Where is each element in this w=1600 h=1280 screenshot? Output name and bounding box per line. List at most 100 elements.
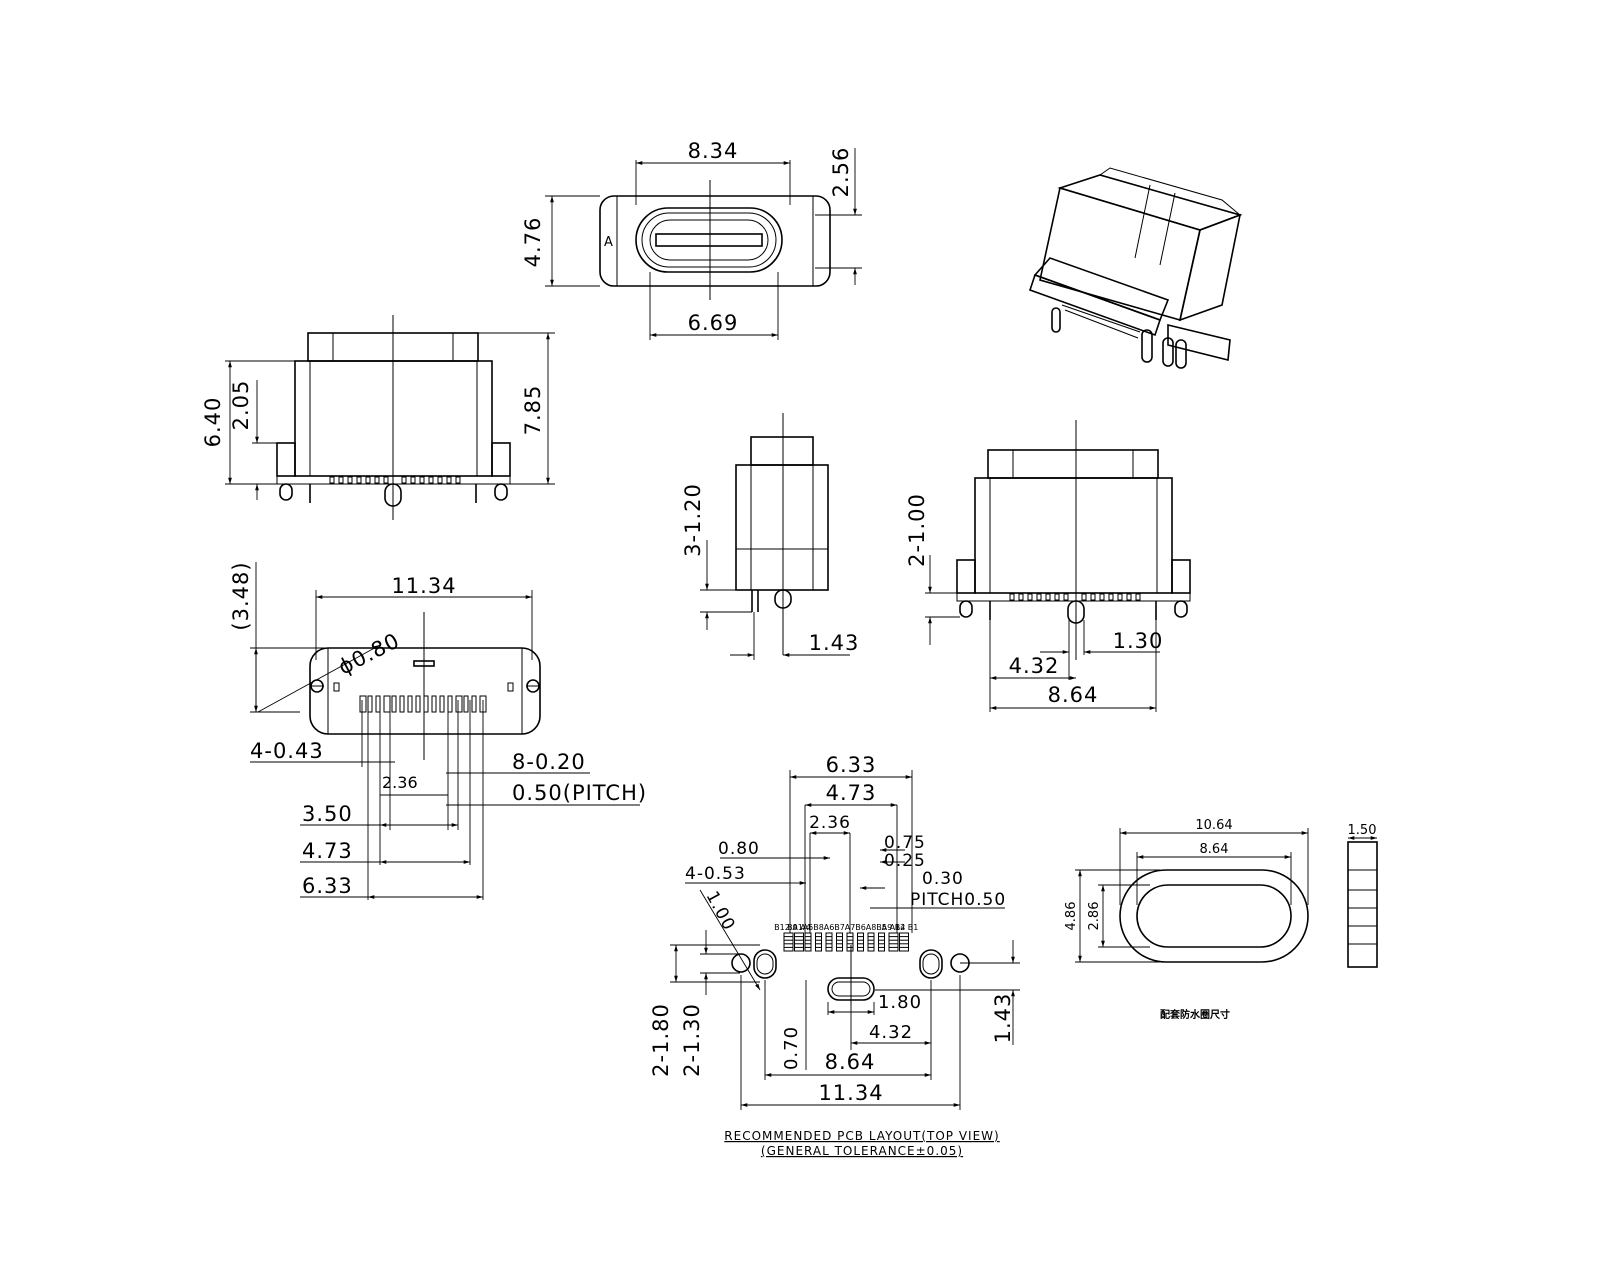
pcb-pin-label: B6 <box>855 923 866 932</box>
pcb-pin-label: A9 B4 <box>882 923 906 932</box>
gasket-caption: 配套防水圈尺寸 <box>1160 1008 1230 1021</box>
pcb-dim-180b: 1.80 <box>878 992 922 1013</box>
dim-ref-height: (3.48) <box>229 561 253 630</box>
bottom-pad <box>423 695 429 713</box>
pin-stub <box>1081 593 1087 601</box>
pcb-pad <box>888 932 899 952</box>
pcb-dim-143: 1.43 <box>991 993 1015 1044</box>
bottom-pad <box>471 695 477 713</box>
dim-body-height: 6.40 <box>201 397 225 448</box>
dim-front-depth: 2.56 <box>829 147 853 198</box>
pcb-pad <box>783 932 794 952</box>
front-view <box>545 148 862 340</box>
dim-span-473: 4.73 <box>302 839 353 863</box>
bottom-pad <box>463 695 469 713</box>
dim-narrow-offset: 1.43 <box>809 631 860 655</box>
pin-stub <box>374 476 380 484</box>
pin-stub <box>1027 593 1033 601</box>
pin-stub <box>437 476 443 484</box>
pin-stub <box>410 476 416 484</box>
gasket-width-inner: 8.64 <box>1200 842 1229 857</box>
pin-stub <box>329 476 335 484</box>
isometric-view <box>1028 167 1243 369</box>
dim-pad-width-b: 8-0.20 <box>512 750 586 774</box>
pcb-dim-633: 6.33 <box>826 753 877 777</box>
pcb-dim-236: 2.36 <box>809 813 851 833</box>
pin-stub <box>1090 593 1096 601</box>
pcb-pad <box>899 932 909 952</box>
pin-stub <box>1009 593 1015 601</box>
pin-stub <box>338 476 344 484</box>
pcb-dim-432: 4.32 <box>869 1022 913 1043</box>
pcb-dim-130: 2-1.30 <box>680 1003 704 1077</box>
bottom-pad <box>415 695 421 713</box>
pcb-pin-label: B7 <box>834 923 845 932</box>
pin-stub <box>1054 593 1060 601</box>
pcb-pad <box>857 932 864 952</box>
pcb-pin-label: B5 <box>876 923 887 932</box>
side-view-right <box>925 420 1191 712</box>
dim-span-633: 6.33 <box>302 874 353 898</box>
pcb-dim-053: 4-0.53 <box>685 864 746 884</box>
bottom-pad <box>455 695 463 713</box>
pcb-dim-025: 0.25 <box>884 851 926 871</box>
pcb-pad <box>846 932 854 952</box>
gasket-height-outer: 4.86 <box>1064 902 1079 931</box>
pcb-pad <box>836 932 843 952</box>
bottom-pad <box>407 695 413 713</box>
pcb-pin-label: A8 <box>866 923 877 932</box>
dim-hole-diameter: ϕ0.80 <box>334 628 403 679</box>
dim-bottom-width: 11.34 <box>391 574 456 598</box>
dim-pitch: 0.50(PITCH) <box>512 781 647 805</box>
dim-span-236: 2.36 <box>382 773 418 792</box>
pin-stub <box>401 476 407 484</box>
bottom-pad <box>439 695 445 713</box>
pcb-pad <box>815 932 822 952</box>
dim-pad-width-a: 4-0.43 <box>250 739 324 763</box>
dim-pin-length: 2.05 <box>229 380 253 431</box>
bottom-pad <box>359 695 367 713</box>
pin-stub <box>1135 593 1141 601</box>
pin-stub <box>365 476 371 484</box>
bottom-pad <box>383 695 391 713</box>
gasket-height-inner: 2.86 <box>1087 902 1102 931</box>
pcb-dim-180a: 2-1.80 <box>649 1003 673 1077</box>
bottom-pad <box>375 695 381 713</box>
dim-right-432: 4.32 <box>1009 654 1060 678</box>
gasket-view <box>1075 828 1378 968</box>
pcb-dim-473: 4.73 <box>826 781 877 805</box>
gasket-width-outer: 10.64 <box>1195 818 1232 833</box>
bottom-pad <box>431 695 437 713</box>
side-view-left <box>225 315 555 520</box>
dim-front-inner-width: 6.69 <box>688 311 739 335</box>
pcb-pin-label: A5 <box>803 923 814 932</box>
pin-stub <box>1117 593 1123 601</box>
pcb-dim-075: 0.75 <box>884 833 926 853</box>
pin-stub <box>446 476 452 484</box>
pcb-dim-080: 0.80 <box>718 839 760 859</box>
dim-front-height: 4.76 <box>521 217 545 268</box>
pin-stub <box>419 476 425 484</box>
side-view-narrow <box>700 413 850 660</box>
bottom-pad <box>391 695 397 713</box>
pcb-dim-070: 0.70 <box>781 1026 802 1070</box>
pin-stub <box>1099 593 1105 601</box>
bottom-pad <box>367 695 373 713</box>
dim-span-350: 3.50 <box>302 802 353 826</box>
dim-total-height: 7.85 <box>521 385 545 436</box>
pcb-pitch: PITCH0.50 <box>910 890 1006 910</box>
pcb-pad <box>794 932 804 952</box>
pin-stub <box>1126 593 1132 601</box>
pcb-pin-label: B8 <box>813 923 824 932</box>
pcb-pad <box>825 932 833 952</box>
dim-right-864: 8.64 <box>1048 683 1099 707</box>
pcb-pin-label: A12 B1 <box>890 923 919 932</box>
pin-stub <box>428 476 434 484</box>
pcb-pad <box>867 932 875 952</box>
pin-stub <box>356 476 362 484</box>
pin-stub <box>1108 593 1114 601</box>
pin-stub <box>1036 593 1042 601</box>
gasket-thickness: 1.50 <box>1348 823 1377 838</box>
pin-a-marker: A <box>604 235 613 250</box>
